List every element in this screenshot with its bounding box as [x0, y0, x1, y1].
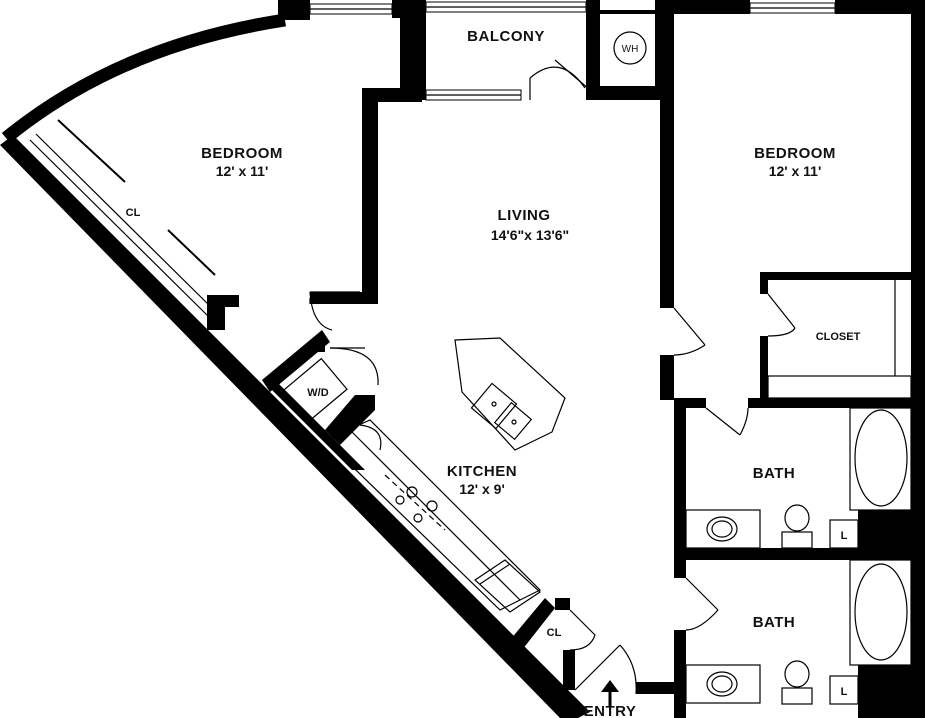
closet-left-label: CL — [126, 207, 141, 219]
curved-exterior-wall — [1, 13, 286, 144]
living-name: LIVING — [497, 207, 550, 224]
closet-entry-label: CL — [547, 627, 562, 639]
bath-lower-name: BATH — [753, 614, 796, 631]
burner-icon — [406, 486, 418, 498]
kitchen-island — [454, 337, 566, 451]
kitchen-name: KITCHEN — [447, 463, 517, 480]
water-heater-label: WH — [622, 44, 639, 55]
closet-name: CLOSET — [816, 331, 861, 343]
room-labels: BEDROOM 12' x 11' BEDROOM 12' x 11' LIVI… — [126, 28, 861, 718]
entry-label: ENTRY — [584, 703, 637, 718]
bath-fixtures — [685, 280, 912, 705]
diagonal-exterior-wall — [0, 135, 590, 718]
bedroom-right-name: BEDROOM — [754, 145, 836, 162]
bedroom-left-dims: 12' x 11' — [216, 163, 269, 179]
water-heater — [613, 31, 647, 65]
bedroom-right-dims: 12' x 11' — [769, 163, 822, 179]
door-swings — [309, 59, 796, 695]
linen-lower-label: L — [841, 686, 848, 698]
living-dims: 14'6"x 13'6" — [491, 227, 569, 243]
washer-dryer-label: W/D — [307, 387, 328, 399]
linen-upper-label: L — [841, 530, 848, 542]
kitchen-fixtures — [323, 337, 566, 613]
arrow-up-icon — [601, 680, 619, 706]
kitchen-dims: 12' x 9' — [459, 481, 505, 497]
windows — [29, 1, 836, 319]
bedroom-left-name: BEDROOM — [201, 145, 283, 162]
washer-dryer — [282, 357, 348, 423]
balcony-name: BALCONY — [467, 28, 545, 45]
bath-upper-name: BATH — [753, 465, 796, 482]
